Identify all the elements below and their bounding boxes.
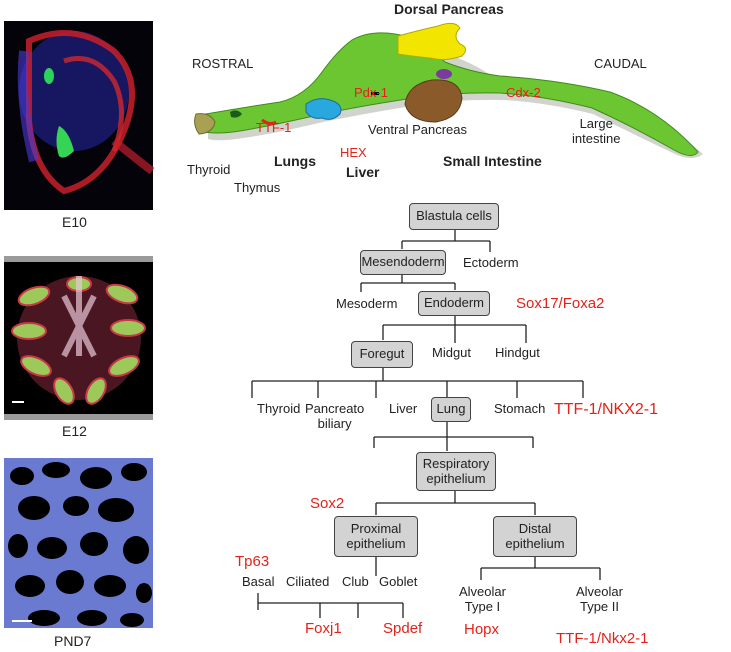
label-ectoderm: Ectoderm xyxy=(463,255,519,270)
caption-e12: E12 xyxy=(62,423,87,439)
label-ttf1-nkx21-lower: TTF-1/Nkx2-1 xyxy=(556,630,649,647)
label-sox17-foxa2: Sox17/Foxa2 xyxy=(516,295,605,312)
label-tp63: Tp63 xyxy=(235,553,270,570)
label-foxj1: Foxj1 xyxy=(305,620,342,637)
node-lung: Lung xyxy=(431,397,471,422)
label-pdx1: Pdx-1 xyxy=(354,85,388,100)
label-midgut: Midgut xyxy=(432,345,472,360)
label-small-intestine: Small Intestine xyxy=(443,153,542,169)
label-sox2: Sox2 xyxy=(310,495,345,512)
label-alveolar-type-1: Alveolar Type I xyxy=(459,584,506,614)
label-basal: Basal xyxy=(242,574,275,589)
label-pancreatobiliary: Pancreato biliary xyxy=(305,401,365,431)
node-foregut: Foregut xyxy=(351,341,413,368)
label-ciliated: Ciliated xyxy=(286,574,330,589)
caption-e10: E10 xyxy=(62,214,87,230)
label-hex: HEX xyxy=(340,145,367,160)
node-distal-epithelium: Distal epithelium xyxy=(493,516,577,557)
node-proximal-epithelium: Proximal epithelium xyxy=(334,516,418,557)
thymus-bud xyxy=(230,110,242,118)
node-blastula-cells: Blastula cells xyxy=(409,203,499,230)
ventral-pancreas xyxy=(404,79,463,123)
label-hopx: Hopx xyxy=(464,621,500,638)
node-endoderm: Endoderm xyxy=(418,291,490,316)
label-ventral-pancreas: Ventral Pancreas xyxy=(368,122,468,137)
dorsal-pancreas xyxy=(397,22,466,61)
label-mesoderm: Mesoderm xyxy=(336,296,398,311)
gut-tube-diagram xyxy=(194,22,703,158)
label-spdef: Spdef xyxy=(383,620,423,637)
node-mesendoderm: Mesendoderm xyxy=(360,250,446,275)
label-goblet: Goblet xyxy=(379,574,418,589)
label-rostral: ROSTRAL xyxy=(192,56,254,71)
micrograph-e12-image xyxy=(4,256,153,420)
label-thyroid: Thyroid xyxy=(187,162,231,177)
label-lungs: Lungs xyxy=(274,153,316,169)
label-large-intestine: Large intestine xyxy=(572,116,621,146)
micrograph-e10-image xyxy=(4,21,155,210)
label-liver: Liver xyxy=(346,164,380,180)
caption-pnd7: PND7 xyxy=(54,633,92,649)
gut-tube xyxy=(199,32,699,156)
label-thyroid-lineage: Thyroid xyxy=(257,401,301,416)
label-hindgut: Hindgut xyxy=(495,345,540,360)
micrograph-e10-panel: E10 xyxy=(4,21,155,230)
label-ttf1: TTF-1 xyxy=(256,120,292,135)
label-thymus: Thymus xyxy=(234,180,281,195)
label-alveolar-type-2: Alveolar Type II xyxy=(576,584,623,614)
micrograph-e12-panel: E12 xyxy=(4,256,153,446)
label-club: Club xyxy=(342,574,369,589)
label-dorsal-pancreas: Dorsal Pancreas xyxy=(394,1,504,17)
label-cdx2: Cdx-2 xyxy=(506,85,541,100)
lung-bud xyxy=(305,98,342,120)
label-stomach: Stomach xyxy=(494,401,546,416)
micrograph-pnd7-panel: PND7 xyxy=(4,458,153,649)
micrograph-pnd7-image xyxy=(4,458,153,628)
label-caudal: CAUDAL xyxy=(594,56,647,71)
label-liver-lineage: Liver xyxy=(389,401,418,416)
node-respiratory-epithelium: Respiratory epithelium xyxy=(416,452,496,491)
label-ttf1-nkx21: TTF-1/NKX2-1 xyxy=(554,401,659,418)
thyroid-bud xyxy=(194,113,216,135)
